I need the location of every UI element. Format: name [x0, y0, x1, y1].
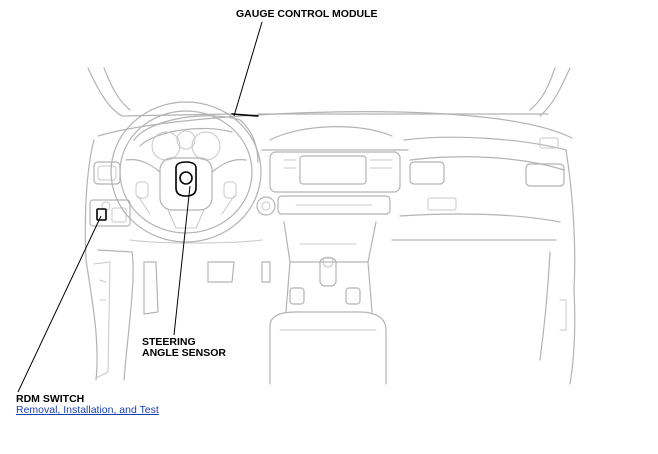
rdm-leader-line: [17, 215, 102, 393]
rdm-removal-link[interactable]: Removal, Installation, and Test: [16, 404, 159, 416]
right-door-panel: [539, 149, 576, 385]
steering-wheel: [110, 101, 262, 243]
right-dash: [391, 136, 567, 241]
left-door-panel: [84, 139, 134, 381]
steering-angle-sensor-label-line2: ANGLE SENSOR: [142, 347, 227, 359]
rdm-switch: [96, 208, 107, 221]
gauge-leader-line: [233, 21, 263, 117]
windshield-frame: [87, 67, 573, 139]
gauge-control-module: [231, 113, 259, 117]
steering-angle-sensor: [175, 161, 197, 197]
rdm-switch-label: RDM SWITCH: [16, 393, 85, 405]
steering-angle-sensor-label-line1: STEERING: [142, 336, 196, 348]
center-console: [269, 221, 387, 385]
sensor-leader-line: [173, 185, 191, 336]
gauge-control-module-label: GAUGE CONTROL MODULE: [236, 8, 378, 20]
pedals: [129, 239, 271, 315]
center-stack: [256, 126, 409, 216]
